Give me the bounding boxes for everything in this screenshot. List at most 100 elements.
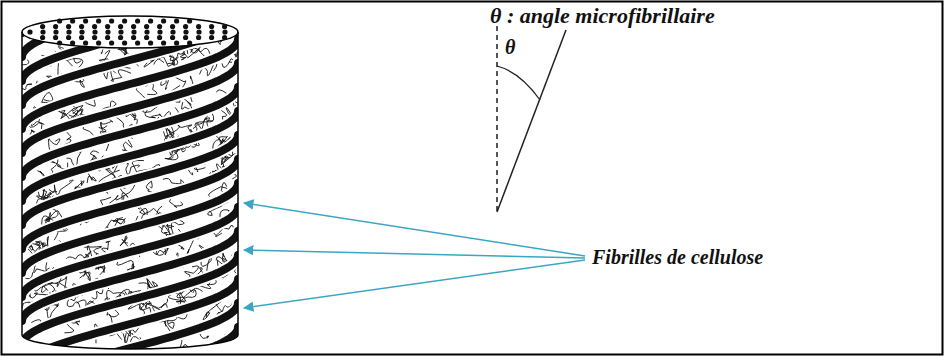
fibril-end-dot bbox=[79, 35, 84, 40]
fibril-end-dot bbox=[148, 40, 153, 45]
fibril-end-dot bbox=[157, 35, 162, 40]
fibril-end-dot bbox=[118, 29, 123, 34]
fibril-end-dot bbox=[83, 40, 88, 45]
mesh-fibre bbox=[117, 260, 134, 271]
mesh-fibre bbox=[87, 173, 96, 183]
fibril-ends bbox=[27, 18, 227, 45]
fibril-end-dot bbox=[66, 35, 71, 40]
fibril-end-dot bbox=[40, 35, 45, 40]
fibril-end-dot bbox=[196, 35, 201, 40]
fibril-end-dot bbox=[222, 35, 227, 40]
fibril-end-dot bbox=[79, 29, 84, 34]
fibril-end-dot bbox=[209, 29, 214, 34]
fibril-end-dot bbox=[40, 24, 45, 29]
fibril-end-dot bbox=[122, 18, 127, 23]
angle-arc bbox=[497, 66, 540, 100]
fibril-end-dot bbox=[135, 40, 140, 45]
angle-symbol: θ bbox=[505, 36, 515, 58]
cellulose-fibril bbox=[22, 327, 238, 356]
leader-arrow bbox=[244, 250, 585, 258]
fibril-end-dot bbox=[83, 18, 88, 23]
fibril-end-dot bbox=[122, 40, 127, 45]
cellulose-fibril bbox=[22, 0, 238, 57]
fibril-end-dot bbox=[170, 29, 175, 34]
fibril-end-dot bbox=[66, 24, 71, 29]
cylinder-top bbox=[22, 16, 238, 48]
leader-arrow bbox=[244, 203, 585, 256]
fibril-end-dot bbox=[209, 35, 214, 40]
fibril-end-dot bbox=[105, 29, 110, 34]
fibril-end-dot bbox=[170, 35, 175, 40]
fibril-end-dot bbox=[187, 18, 192, 23]
fibril-end-dot bbox=[187, 40, 192, 45]
fibril-end-dot bbox=[118, 35, 123, 40]
cylinder-side bbox=[237, 32, 239, 335]
fibril-end-dot bbox=[131, 24, 136, 29]
fibril-edge bbox=[22, 303, 238, 356]
cylinder-bottom bbox=[22, 335, 238, 349]
fibril-end-dot bbox=[53, 24, 58, 29]
fibril-end-dot bbox=[70, 40, 75, 45]
fibril-end-dot bbox=[131, 29, 136, 34]
fibril-end-dot bbox=[209, 24, 214, 29]
fibril-end-dot bbox=[196, 24, 201, 29]
cellulose-fibril bbox=[22, 303, 238, 356]
fibril-end-dot bbox=[161, 18, 166, 23]
fibril-end-dot bbox=[183, 29, 188, 34]
fibril-end-dot bbox=[70, 18, 75, 23]
fibril-edge bbox=[22, 0, 238, 57]
fibril-label: Fibrilles de cellulose bbox=[592, 246, 763, 268]
fibril-end-dot bbox=[40, 29, 45, 34]
cellulose-fibril bbox=[22, 351, 238, 356]
fibril-end-dot bbox=[109, 40, 114, 45]
fibril-end-dot bbox=[27, 29, 32, 34]
fibril-end-dot bbox=[135, 18, 140, 23]
mesh-fibre bbox=[13, 180, 23, 197]
fibril-end-dot bbox=[92, 29, 97, 34]
fibril-end-dot bbox=[96, 18, 101, 23]
cellulose-fibril bbox=[22, 0, 238, 9]
fibril-edge bbox=[22, 351, 238, 356]
fibril-end-dot bbox=[161, 40, 166, 45]
fibril-end-dot bbox=[57, 18, 62, 23]
axis-line bbox=[496, 26, 498, 212]
fibril-end-dot bbox=[109, 18, 114, 23]
fibril-end-dot bbox=[92, 35, 97, 40]
fibril-end-dot bbox=[144, 29, 149, 34]
fibril-end-dot bbox=[144, 24, 149, 29]
mesh-fibre bbox=[120, 236, 128, 246]
fibril-direction bbox=[497, 30, 566, 212]
cellulose-fibril bbox=[22, 0, 238, 81]
angle-label: θ : angle microfibrillaire bbox=[490, 4, 715, 28]
fibril-end-dot bbox=[157, 24, 162, 29]
fibril-end-dot bbox=[144, 35, 149, 40]
cellulose-fibrils bbox=[22, 0, 238, 356]
fibril-end-dot bbox=[174, 18, 179, 23]
fibril-end-dot bbox=[57, 40, 62, 45]
fibril-end-dot bbox=[222, 29, 227, 34]
fibril-end-dot bbox=[174, 40, 179, 45]
fibril-end-dot bbox=[183, 35, 188, 40]
fibril-edge bbox=[22, 327, 238, 356]
fibril-edge bbox=[22, 0, 238, 9]
fibril-end-dot bbox=[96, 40, 101, 45]
fibril-edge bbox=[22, 0, 238, 81]
leader-arrow bbox=[244, 260, 585, 308]
fibril-end-dot bbox=[157, 29, 162, 34]
fibril-end-dot bbox=[148, 18, 153, 23]
mesh-fibre bbox=[122, 140, 132, 151]
mesh-fibre bbox=[163, 178, 184, 183]
fibril-end-dot bbox=[118, 24, 123, 29]
mesh-fibre bbox=[61, 110, 73, 119]
fibril-end-dot bbox=[222, 24, 227, 29]
fibril-end-dot bbox=[53, 29, 58, 34]
fibril-end-dot bbox=[183, 24, 188, 29]
fibril-end-dot bbox=[105, 24, 110, 29]
fibril-end-dot bbox=[79, 24, 84, 29]
fibril-end-dot bbox=[92, 24, 97, 29]
fibril-end-dot bbox=[170, 24, 175, 29]
fibril-end-dot bbox=[196, 29, 201, 34]
fibril-end-dot bbox=[105, 35, 110, 40]
